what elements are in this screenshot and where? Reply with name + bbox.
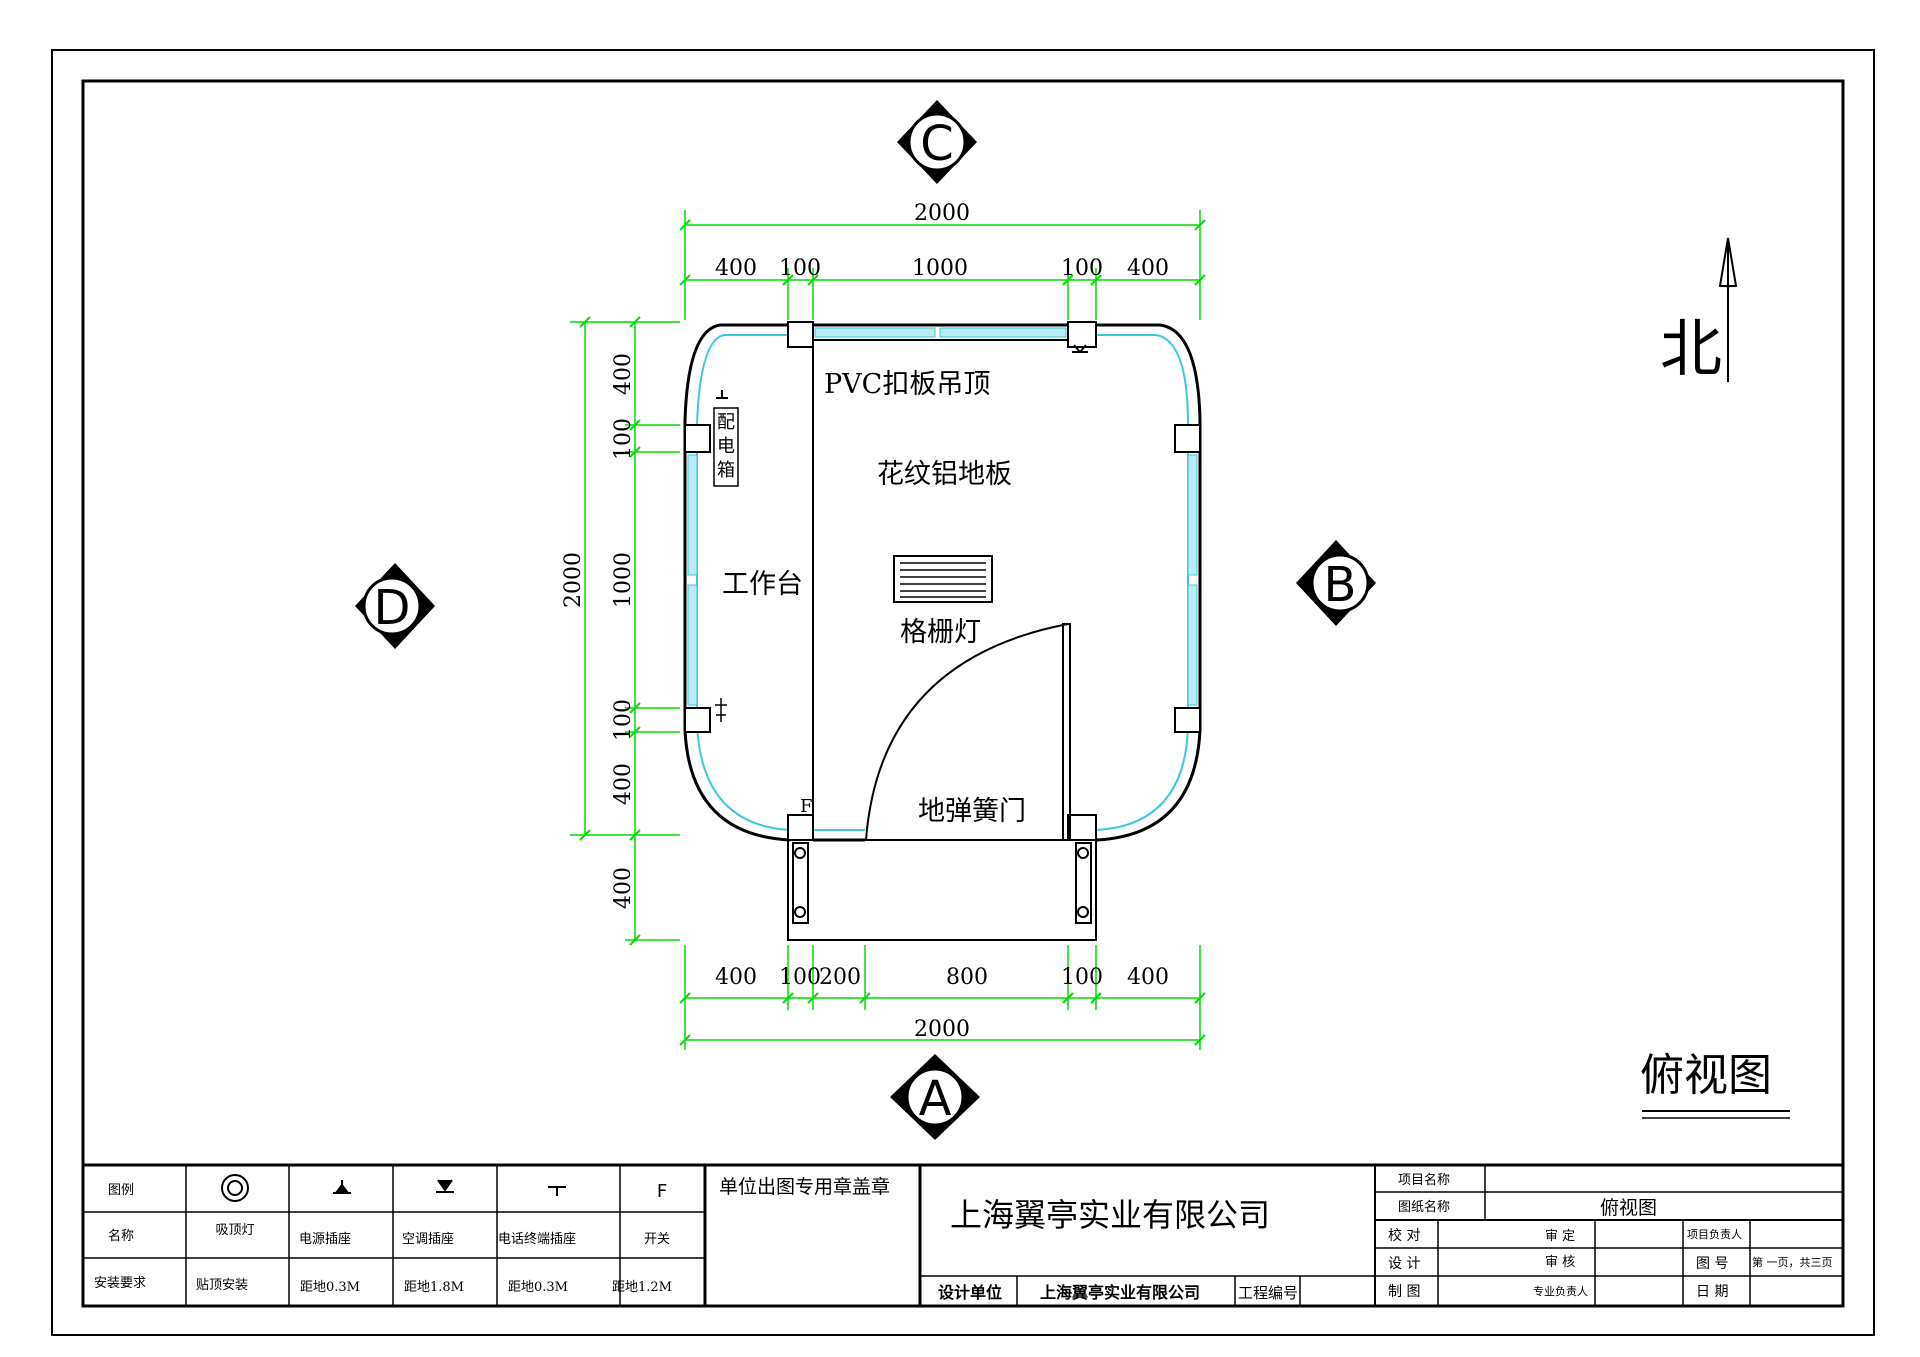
dim-top-seg-4: 100 bbox=[1061, 256, 1103, 281]
label-workbench: 工作台 bbox=[722, 569, 803, 600]
project-name-label: 项目名称 bbox=[1398, 1172, 1450, 1188]
approve-label: 审 定 bbox=[1545, 1229, 1575, 1244]
legend-install-5: 距地1.2M bbox=[612, 1280, 672, 1295]
dim-bottom-seg-1: 400 bbox=[715, 965, 757, 990]
dim-left-total: 2000 bbox=[561, 552, 586, 608]
dim-top-seg-3: 1000 bbox=[912, 256, 968, 281]
dim-left-seg-5: 400 bbox=[611, 763, 636, 805]
legend-header-install: 安装要求 bbox=[94, 1276, 146, 1291]
north-arrow: 北 bbox=[1660, 237, 1738, 385]
legend-name-1: 吸顶灯 bbox=[215, 1223, 254, 1238]
dim-top-seg-5: 400 bbox=[1127, 256, 1169, 281]
axis-marker-top-label: C bbox=[920, 116, 954, 172]
door-swing bbox=[865, 623, 1071, 841]
date-label: 日 期 bbox=[1696, 1284, 1728, 1300]
legend-install-3: 距地1.8M bbox=[404, 1280, 464, 1295]
dim-bottom-total: 2000 bbox=[914, 1017, 970, 1042]
axis-marker-left: D bbox=[355, 563, 435, 649]
label-floor: 花纹铝地板 bbox=[877, 459, 1012, 490]
axis-marker-bottom-label: A bbox=[919, 1071, 952, 1127]
legend-header-name: 名称 bbox=[108, 1228, 134, 1244]
front-step bbox=[787, 839, 1097, 941]
design-unit-label: 设计单位 bbox=[938, 1283, 1002, 1302]
title-block bbox=[918, 1163, 1845, 1308]
distribution-box-char-2: 电 bbox=[717, 436, 735, 457]
drawing-name-label: 图纸名称 bbox=[1398, 1199, 1450, 1215]
company-name: 上海翼亭实业有限公司 bbox=[950, 1196, 1270, 1234]
ac-socket-icon bbox=[436, 1179, 454, 1193]
dim-top-total: 2000 bbox=[914, 201, 970, 226]
power-socket-symbol-icon bbox=[716, 390, 728, 399]
axis-marker-bottom: A bbox=[890, 1054, 980, 1140]
legend-install-4: 距地0.3M bbox=[508, 1280, 568, 1295]
ac-socket-symbol-icon bbox=[1072, 344, 1088, 353]
distribution-box: 配 电 箱 bbox=[713, 407, 739, 487]
dim-top-seg-1: 400 bbox=[715, 256, 757, 281]
dim-left-extra: 400 bbox=[611, 867, 636, 909]
design-label: 设 计 bbox=[1388, 1256, 1420, 1272]
axis-marker-right: B bbox=[1296, 540, 1376, 626]
dim-bottom-seg-6: 400 bbox=[1127, 965, 1169, 990]
legend-name-3: 空调插座 bbox=[402, 1232, 454, 1247]
switch-mark: F bbox=[800, 796, 813, 817]
page-value: 第 一页，共三页 bbox=[1752, 1255, 1833, 1269]
grille-light-icon bbox=[893, 555, 993, 603]
switch-icon: F bbox=[657, 1181, 667, 1202]
axis-marker-right-label: B bbox=[1324, 557, 1357, 613]
label-ceiling: PVC扣板吊顶 bbox=[824, 369, 990, 400]
dim-bottom-seg-2: 100 bbox=[779, 965, 821, 990]
axis-marker-left-label: D bbox=[374, 580, 411, 636]
project-lead-label: 项目负责人 bbox=[1687, 1227, 1742, 1241]
distribution-box-char-3: 箱 bbox=[717, 460, 735, 481]
dim-left-seg-4: 100 bbox=[611, 699, 636, 741]
legend-install-1: 贴顶安装 bbox=[196, 1278, 248, 1293]
phone-socket-symbol-icon bbox=[715, 698, 727, 722]
dim-bottom-seg-3: 200 bbox=[819, 965, 861, 990]
drawing-name-value: 俯视图 bbox=[1600, 1197, 1657, 1219]
legend-name-2: 电源插座 bbox=[299, 1232, 351, 1247]
dim-bottom-seg-5: 100 bbox=[1061, 965, 1103, 990]
distribution-box-char-1: 配 bbox=[717, 412, 735, 433]
legend-install-2: 距地0.3M bbox=[300, 1280, 360, 1295]
label-door: 地弹簧门 bbox=[918, 796, 1026, 827]
dim-left-seg-2: 100 bbox=[611, 418, 636, 460]
discipline-lead-label: 专业负责人 bbox=[1533, 1284, 1588, 1298]
north-label: 北 bbox=[1660, 312, 1722, 385]
phone-socket-icon bbox=[548, 1186, 566, 1196]
design-unit-value: 上海翼亭实业有限公司 bbox=[1040, 1283, 1200, 1302]
dimension-ticks bbox=[579, 219, 1206, 1046]
legend-name-4: 电话终端插座 bbox=[498, 1231, 576, 1247]
power-socket-icon bbox=[333, 1180, 351, 1194]
legend-header-icon: 图例 bbox=[108, 1183, 134, 1198]
label-grille-light: 格栅灯 bbox=[900, 617, 981, 648]
outer-border bbox=[51, 49, 1875, 1336]
ceiling-light-icon bbox=[221, 1174, 249, 1202]
check-label: 校 对 bbox=[1388, 1227, 1420, 1244]
legend-name-5: 开关 bbox=[644, 1232, 670, 1247]
drawing-no-label: 图 号 bbox=[1696, 1256, 1728, 1272]
dim-left-seg-3: 1000 bbox=[611, 552, 636, 608]
review-label: 审 核 bbox=[1545, 1255, 1575, 1270]
draw-label: 制 图 bbox=[1388, 1284, 1420, 1300]
axis-marker-top: C bbox=[897, 100, 977, 184]
dim-left-seg-1: 400 bbox=[611, 353, 636, 395]
view-title: 俯视图 bbox=[1640, 1050, 1772, 1101]
booth-posts bbox=[684, 321, 1201, 841]
dim-bottom-seg-4: 800 bbox=[946, 965, 988, 990]
dim-top-seg-2: 100 bbox=[779, 256, 821, 281]
dimension-lines bbox=[570, 210, 1201, 1050]
stamp-area-label: 单位出图专用章盖章 bbox=[719, 1176, 890, 1198]
project-no-label: 工程编号 bbox=[1238, 1284, 1298, 1302]
